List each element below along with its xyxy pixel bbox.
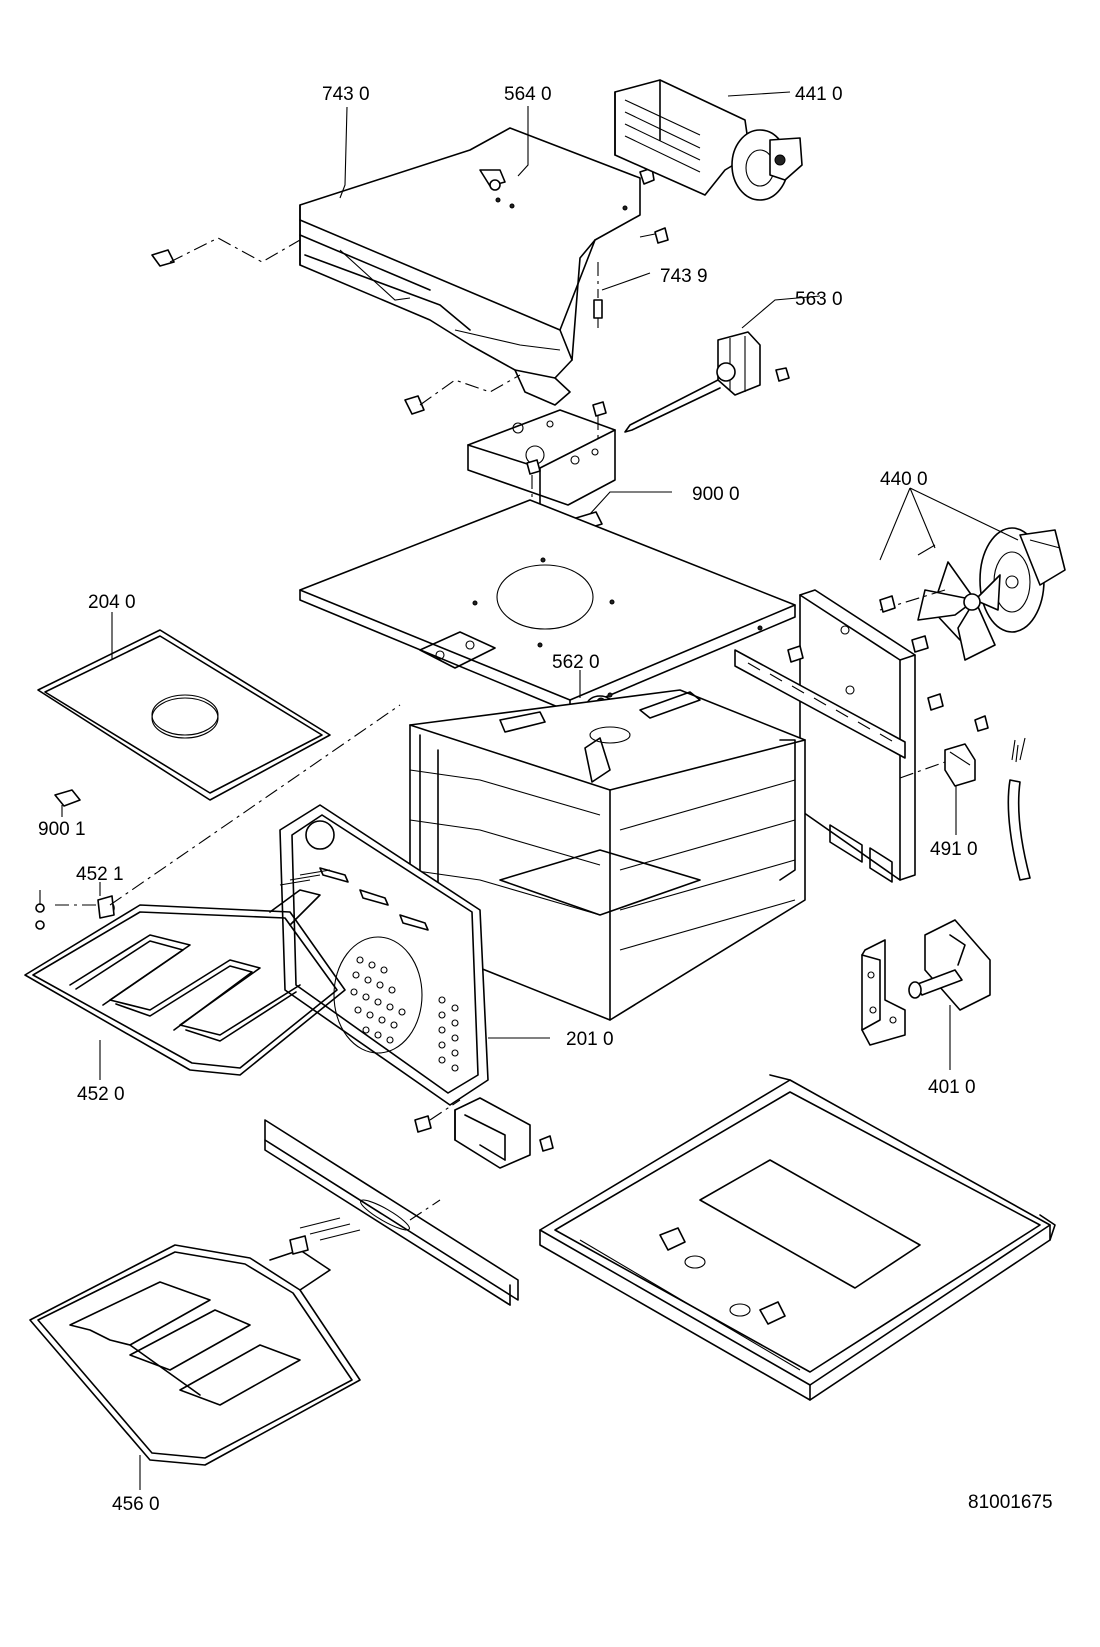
label-401-0: 401 0	[928, 1077, 976, 1098]
part-convection-fan-motor	[879, 527, 1066, 661]
label-201-0: 201 0	[566, 1029, 614, 1050]
drawing-number: 81001675	[968, 1492, 1053, 1513]
label-564-0: 564 0	[504, 84, 552, 105]
label-440-0: 440 0	[880, 469, 928, 490]
part-blower-fan	[614, 79, 803, 201]
part-bracket	[454, 1097, 554, 1169]
part-ceiling-liner	[37, 629, 331, 807]
label-452-0: 452 0	[77, 1084, 125, 1105]
part-bottom-heating-element	[29, 1217, 361, 1466]
label-743-0: 743 0	[322, 84, 370, 105]
part-top-heating-element	[24, 704, 401, 1076]
part-base-tray	[539, 1074, 1056, 1401]
part-top-plate	[299, 499, 796, 713]
label-204-0: 204 0	[88, 592, 136, 613]
label-491-0: 491 0	[930, 839, 978, 860]
label-562-0: 562 0	[552, 652, 600, 673]
part-top-cover-duct	[151, 127, 669, 415]
label-900-1: 900 1	[38, 819, 86, 840]
part-front-rail	[264, 1119, 519, 1306]
part-power-cable	[1007, 737, 1031, 881]
part-side-channel	[734, 649, 906, 759]
part-thermostat	[624, 331, 790, 433]
part-door-hinge	[861, 919, 991, 1046]
part-control-box	[467, 401, 616, 535]
label-452-1: 452 1	[76, 864, 124, 885]
label-441-0: 441 0	[795, 84, 843, 105]
part-rear-liner-fan-cover	[279, 804, 489, 1133]
label-743-9: 743 9	[660, 266, 708, 287]
label-456-0: 456 0	[112, 1494, 160, 1515]
label-900-0: 900 0	[692, 484, 740, 505]
label-563-0: 563 0	[795, 289, 843, 310]
part-switch	[899, 715, 989, 787]
leader-lines	[61, 91, 1019, 1490]
